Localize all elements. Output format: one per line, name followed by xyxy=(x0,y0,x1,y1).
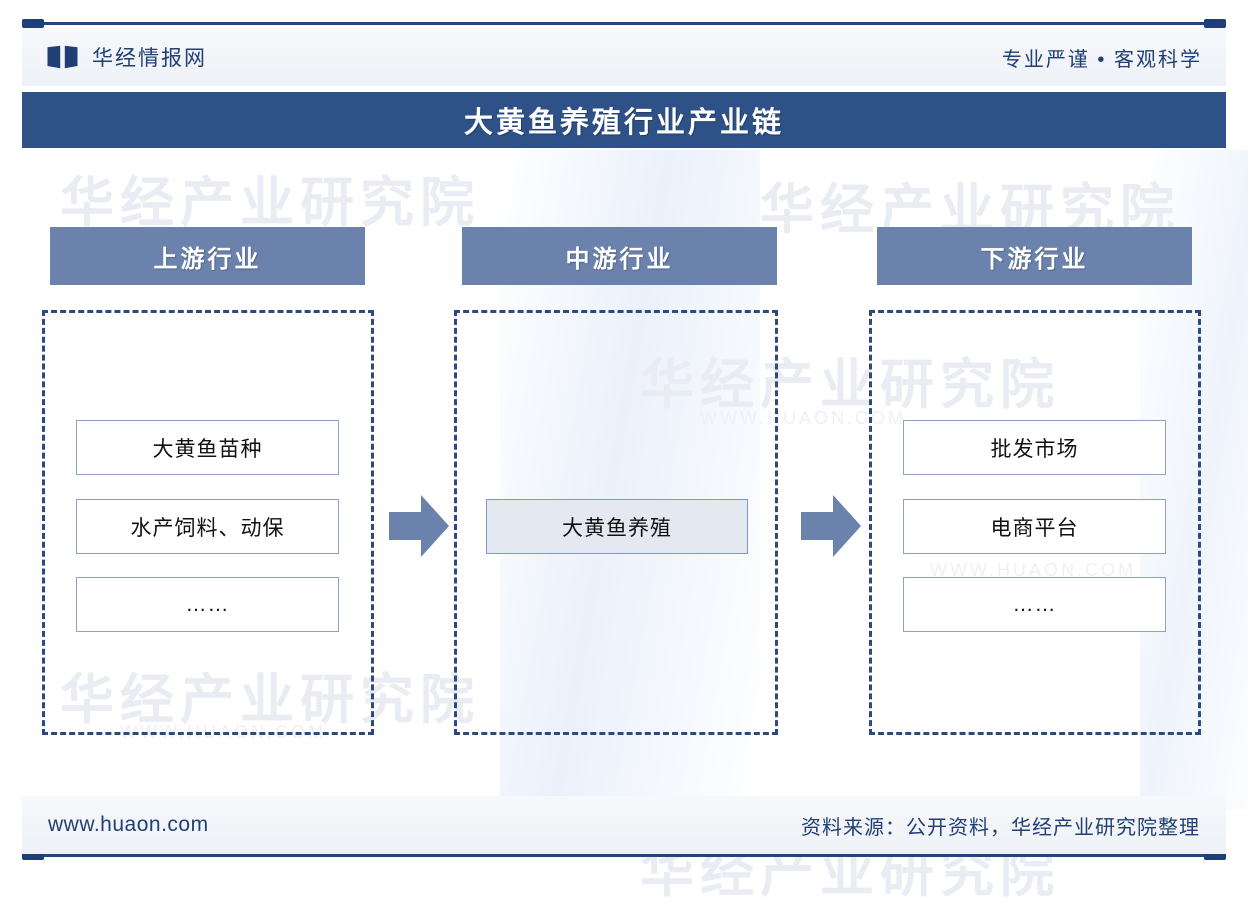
bottom-accent-rule xyxy=(22,851,1226,860)
chain-item-label: 电商平台 xyxy=(990,516,1079,540)
right-arrow-icon xyxy=(389,495,449,557)
top-accent-rule xyxy=(22,19,1226,28)
page-header: 华经情报网 专业严谨 • 客观科学 xyxy=(22,28,1226,86)
chain-item-label: 水产饲料、动保 xyxy=(130,516,285,540)
chain-item-label: …… xyxy=(1012,592,1057,616)
brand: 华经情报网 xyxy=(46,42,207,72)
header-tagline: 专业严谨 • 客观科学 xyxy=(1001,48,1202,71)
chain-item-label: …… xyxy=(185,592,230,616)
rule-cap-left xyxy=(22,851,44,860)
rule-cap-right xyxy=(1204,19,1226,28)
column-header-downstream: 下游行业 xyxy=(877,227,1192,285)
industry-chain-diagram: 上游行业 中游行业 下游行业 大黄鱼苗种 水产饲料、动保 …… 大黄鱼养殖 批发… xyxy=(42,227,1201,735)
column-header-label: 上游行业 xyxy=(153,245,262,273)
chain-item-upstream-2[interactable]: 水产饲料、动保 xyxy=(76,499,339,554)
brand-name: 华经情报网 xyxy=(92,47,207,70)
footer-source-note: 资料来源：公开资料，华经产业研究院整理 xyxy=(801,816,1200,839)
column-header-upstream: 上游行业 xyxy=(50,227,365,285)
column-header-midstream: 中游行业 xyxy=(462,227,777,285)
chain-item-downstream-3[interactable]: …… xyxy=(903,577,1166,632)
chain-item-upstream-1[interactable]: 大黄鱼苗种 xyxy=(76,420,339,475)
page-title: 大黄鱼养殖行业产业链 xyxy=(463,107,784,139)
column-body-upstream xyxy=(42,310,374,735)
page-footer: www.huaon.com 资料来源：公开资料，华经产业研究院整理 xyxy=(22,796,1226,854)
chain-item-midstream-1[interactable]: 大黄鱼养殖 xyxy=(486,499,748,554)
chain-item-downstream-1[interactable]: 批发市场 xyxy=(903,420,1166,475)
open-book-icon xyxy=(47,45,78,69)
right-arrow-icon xyxy=(801,495,861,557)
footer-site-url[interactable]: www.huaon.com xyxy=(48,813,209,836)
chain-item-upstream-3[interactable]: …… xyxy=(76,577,339,632)
rule-cap-left xyxy=(22,19,44,28)
chain-item-label: 大黄鱼养殖 xyxy=(562,516,672,540)
page-title-bar: 大黄鱼养殖行业产业链 xyxy=(22,92,1226,148)
rule-cap-right xyxy=(1204,851,1226,860)
chain-item-downstream-2[interactable]: 电商平台 xyxy=(903,499,1166,554)
chain-item-label: 大黄鱼苗种 xyxy=(152,437,263,461)
column-header-label: 下游行业 xyxy=(980,245,1089,273)
chain-item-label: 批发市场 xyxy=(990,437,1079,461)
column-header-label: 中游行业 xyxy=(565,245,674,273)
